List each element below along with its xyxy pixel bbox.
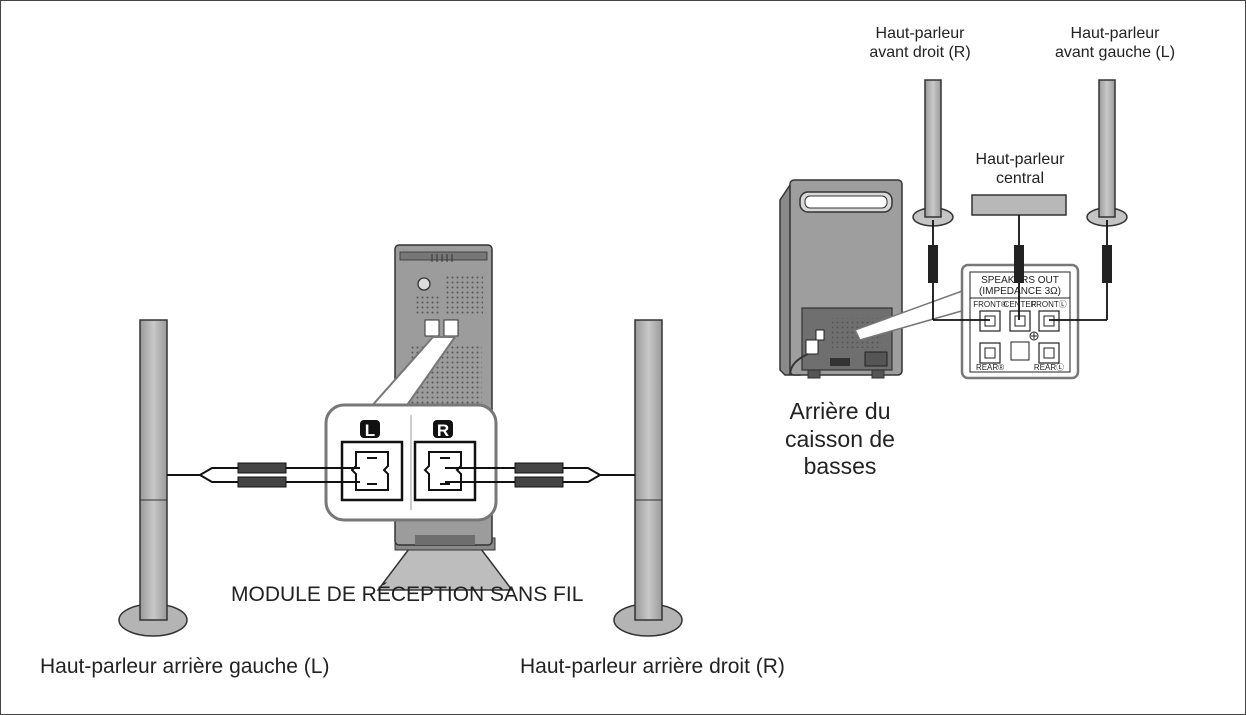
l-badge bbox=[360, 420, 380, 438]
rear-left-speaker-label: Haut-parleur arrière gauche (L) bbox=[40, 655, 330, 678]
front-left-speaker bbox=[1049, 79, 1128, 321]
r-badge-label: R bbox=[437, 421, 449, 440]
subwoofer bbox=[779, 179, 903, 379]
center-speaker-label: Haut-parleur central bbox=[975, 151, 1065, 188]
panel-rear-r-label: REAR® bbox=[976, 363, 1004, 372]
panel-center-label: CENTER bbox=[1004, 300, 1037, 309]
rear-right-speaker bbox=[613, 319, 683, 637]
module-label: MODULE DE RÉCEPTION SANS FIL bbox=[231, 583, 584, 606]
rear-right-cable bbox=[445, 462, 635, 488]
subwoofer-rear-label: Arrière du caisson de basses bbox=[785, 398, 895, 480]
module-terminal-callout: L R bbox=[324, 403, 498, 522]
center-speaker bbox=[971, 194, 1067, 320]
panel-rear-l-label: REARⓁ bbox=[1034, 363, 1064, 372]
panel-front-l-label: FRONTⓁ bbox=[1031, 300, 1067, 309]
rear-left-cable bbox=[167, 462, 360, 488]
front-right-speaker-label: Haut-parleur avant droit (R) bbox=[869, 25, 971, 62]
rear-right-speaker-label: Haut-parleur arrière droit (R) bbox=[520, 655, 785, 678]
front-right-speaker bbox=[912, 79, 990, 321]
panel-front-r-label: FRONT® bbox=[973, 300, 1007, 309]
l-badge-label: L bbox=[365, 421, 375, 440]
rear-left-speaker bbox=[118, 319, 188, 637]
front-left-speaker-label: Haut-parleur avant gauche (L) bbox=[1054, 25, 1176, 62]
r-badge bbox=[433, 420, 453, 438]
panel-impedance: (IMPEDANCE 3Ω) bbox=[979, 286, 1061, 297]
